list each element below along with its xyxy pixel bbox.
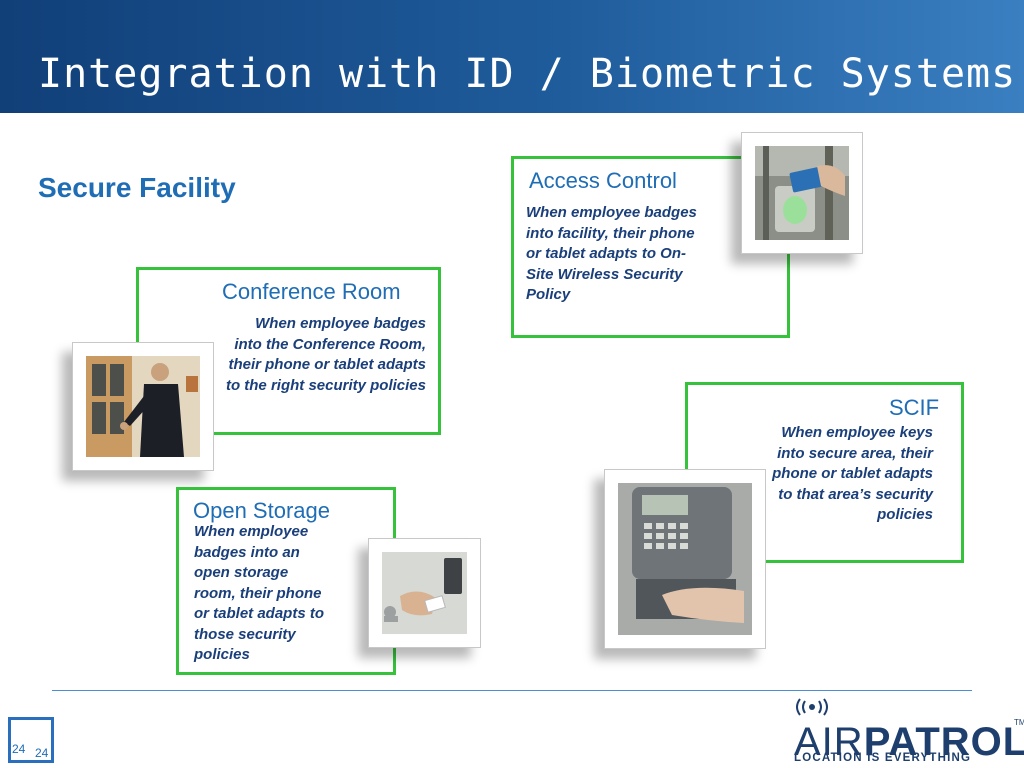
access-control-text: When employee badges into facility, thei… [526, 204, 697, 303]
logo-brand-light: AIR [794, 720, 864, 764]
logo-tagline: LOCATION IS EVERYTHING [794, 752, 972, 764]
page-number: 24 [12, 742, 26, 756]
badge-card-reader-image [382, 552, 467, 634]
conference-room-photo [72, 342, 214, 471]
page-number-secondary: 24 [35, 746, 49, 760]
open-storage-title: Open Storage [193, 498, 330, 523]
man-at-door-image [86, 356, 200, 457]
scif-text: When employee keys into secure area, the… [772, 424, 933, 523]
open-storage-text: When employee badges into an open storag… [194, 523, 325, 663]
scif-title: SCIF [889, 395, 940, 420]
page-number-box [8, 717, 54, 763]
wireless-signal-icon [796, 698, 828, 716]
biometric-hand-scanner-image [618, 483, 752, 635]
conference-room-text: When employee badges into the Conference… [225, 315, 426, 394]
badge-reader-image [755, 146, 849, 240]
open-storage-photo [368, 538, 481, 648]
title-bar: Integration with ID / Biometric Systems [0, 0, 1024, 113]
slide-title: Integration with ID / Biometric Systems [38, 51, 1017, 97]
footer-divider [52, 690, 972, 691]
open-storage-box [176, 487, 396, 675]
airpatrol-logo: AIRPATROL TM LOCATION IS EVERYTHING [788, 698, 1024, 768]
access-control-photo [741, 132, 863, 254]
conference-room-title: Conference Room [222, 279, 401, 304]
section-subtitle: Secure Facility [38, 172, 236, 203]
logo-trademark: TM [1014, 718, 1024, 727]
scif-photo [604, 469, 766, 649]
logo-brand-bold: PATROL [863, 720, 1024, 764]
access-control-title: Access Control [529, 168, 677, 193]
